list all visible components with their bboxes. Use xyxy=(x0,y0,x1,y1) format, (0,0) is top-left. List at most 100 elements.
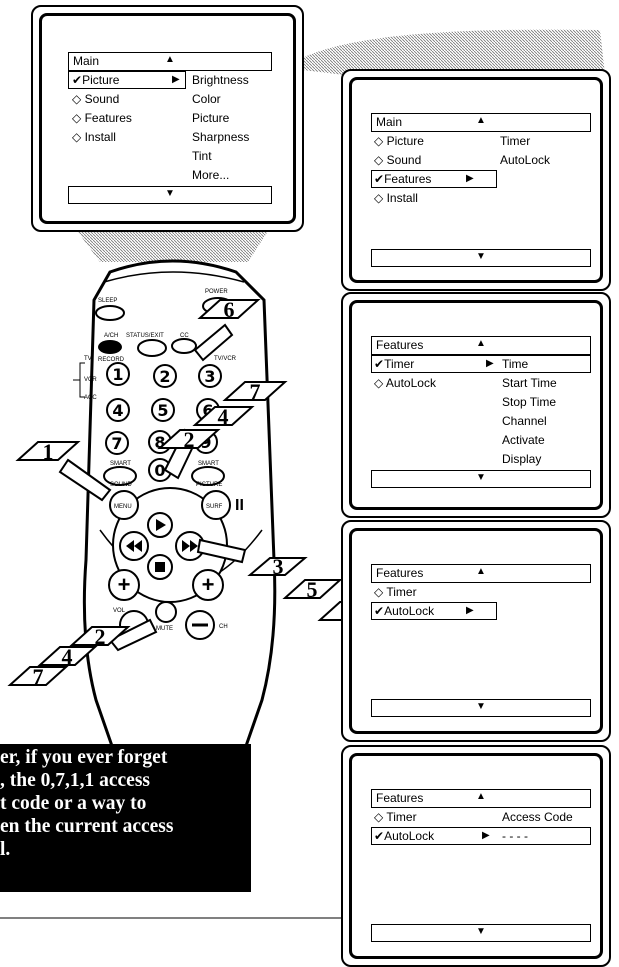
submenu-arrow-icon: ▶ xyxy=(172,74,180,85)
scroll-down-icon: ▼ xyxy=(476,472,486,483)
menu-header: Main ▲ xyxy=(371,113,591,132)
menu-header: Main ▲ xyxy=(68,52,272,71)
submenu-sharpness: Sharpness xyxy=(192,130,249,144)
menu-item-features: ◇ Features xyxy=(72,111,132,125)
sleep-button xyxy=(96,306,124,320)
scroll-up-icon: ▲ xyxy=(476,791,486,802)
menu-footer: ▼ xyxy=(68,186,272,204)
menu-footer: ▼ xyxy=(371,924,591,942)
menu-item-picture: ◇ Picture xyxy=(374,134,424,148)
label-smart-right: SMART xyxy=(198,461,219,467)
label-picture: PICTURE xyxy=(196,482,222,488)
menu-item-autolock: ✔AutoLock xyxy=(374,829,434,843)
submenu-arrow-icon: ▶ xyxy=(486,358,494,369)
menu-header-title: Main xyxy=(73,54,99,68)
label-menu: MENU xyxy=(114,504,132,510)
label-acc: ACC xyxy=(84,395,97,401)
svg-text:+: + xyxy=(202,572,215,597)
key-4: 4 xyxy=(112,401,123,420)
submenu-arrow-icon: ▶ xyxy=(466,173,474,184)
screen-features-autolock: Features ▲ ◇ Timer ✔AutoLock ▶ ▼ xyxy=(341,520,611,742)
submenu-picture: Picture xyxy=(192,111,229,125)
tag-7: 7 xyxy=(250,379,261,404)
label-tv: TV xyxy=(84,356,92,362)
menu-header-title: Main xyxy=(376,115,402,129)
menu-header-title: Features xyxy=(376,566,423,580)
tag-4: 4 xyxy=(218,404,229,429)
menu-item-picture: ✔Picture xyxy=(72,73,119,87)
caption-box: er, if you ever forget , the 0,7,1,1 acc… xyxy=(0,744,251,892)
submenu-arrow-icon: ▶ xyxy=(482,830,490,841)
access-code-value: - - - - xyxy=(502,829,528,843)
caption-line-5: l. xyxy=(0,838,10,861)
label-sleep: SLEEP xyxy=(98,298,117,304)
submenu-stop-time: Stop Time xyxy=(502,395,556,409)
scroll-down-icon: ▼ xyxy=(476,701,486,712)
submenu-time: Time xyxy=(502,357,528,371)
screen-main-features: Main ▲ ◇ Picture ◇ Sound ✔Features ▶ ◇ I… xyxy=(341,69,611,291)
tag-3: 3 xyxy=(273,554,284,579)
tag-6: 6 xyxy=(224,297,235,322)
menu-header: Features ▲ xyxy=(371,336,591,355)
key-0: 0 xyxy=(154,461,165,480)
menu-item-timer: ◇ Timer xyxy=(374,585,417,599)
label-sound: SOUND xyxy=(110,482,132,488)
tag-1: 1 xyxy=(43,439,54,464)
submenu-channel: Channel xyxy=(502,414,547,428)
menu-header-title: Features xyxy=(376,791,423,805)
tag-2: 2 xyxy=(184,427,195,452)
menu-item-autolock: ✔AutoLock xyxy=(374,604,434,618)
key-1: 1 xyxy=(112,365,123,384)
submenu-start-time: Start Time xyxy=(502,376,557,390)
label-cc: CC xyxy=(180,333,189,339)
label-surf: SURF xyxy=(206,504,223,510)
submenu-timer: Timer xyxy=(500,134,530,148)
label-ach: A/CH xyxy=(104,333,118,339)
menu-item-install: ◇ Install xyxy=(72,130,116,144)
svg-text:+: + xyxy=(118,572,131,597)
scroll-down-icon: ▼ xyxy=(165,188,175,199)
menu-footer: ▼ xyxy=(371,249,591,267)
submenu-activate: Activate xyxy=(502,433,545,447)
submenu-brightness: Brightness xyxy=(192,73,249,87)
menu-item-timer: ✔Timer xyxy=(374,357,414,371)
submenu-color: Color xyxy=(192,92,221,106)
label-power: POWER xyxy=(205,289,228,295)
key-3: 3 xyxy=(204,367,215,386)
submenu-autolock: AutoLock xyxy=(500,153,550,167)
tag-5: 5 xyxy=(307,577,318,602)
label-vcr: VCR xyxy=(84,377,97,383)
submenu-tint: Tint xyxy=(192,149,212,163)
menu-item-features: ✔Features xyxy=(374,172,431,186)
caption-line-2: , the 0,7,1,1 access xyxy=(0,769,150,792)
screen-access-code: Features ▲ ◇ Timer ✔AutoLock ▶ Access Co… xyxy=(341,745,611,967)
ach-button xyxy=(98,340,122,354)
screen-main-picture: Main ▲ ✔Picture ▶ ◇ Sound ◇ Features ◇ I… xyxy=(31,5,304,232)
label-smart-left: SMART xyxy=(110,461,131,467)
tag-2b: 2 xyxy=(95,624,106,649)
scroll-down-icon: ▼ xyxy=(476,251,486,262)
scroll-up-icon: ▲ xyxy=(165,54,175,65)
menu-header: Features ▲ xyxy=(371,564,591,583)
label-mute: MUTE xyxy=(156,626,173,632)
submenu-access-code: Access Code xyxy=(502,810,573,824)
scroll-up-icon: ▲ xyxy=(476,566,486,577)
menu-item-install: ◇ Install xyxy=(374,191,418,205)
submenu-arrow-icon: ▶ xyxy=(466,605,474,616)
key-7: 7 xyxy=(111,434,122,453)
menu-footer: ▼ xyxy=(371,699,591,717)
caption-line-3: t code or a way to xyxy=(0,792,146,815)
tag-4b: 4 xyxy=(62,644,73,669)
menu-item-timer: ◇ Timer xyxy=(374,810,417,824)
submenu-display: Display xyxy=(502,452,541,466)
pause-mark: II xyxy=(235,497,244,514)
scroll-down-icon: ▼ xyxy=(476,926,486,937)
scroll-up-icon: ▲ xyxy=(476,338,486,349)
menu-item-sound: ◇ Sound xyxy=(374,153,421,167)
menu-item-sound: ◇ Sound xyxy=(72,92,119,106)
cc-button xyxy=(172,339,196,353)
key-8: 8 xyxy=(154,433,165,452)
status-button xyxy=(138,340,166,356)
key-2: 2 xyxy=(159,367,170,386)
label-vol: VOL xyxy=(113,608,126,614)
